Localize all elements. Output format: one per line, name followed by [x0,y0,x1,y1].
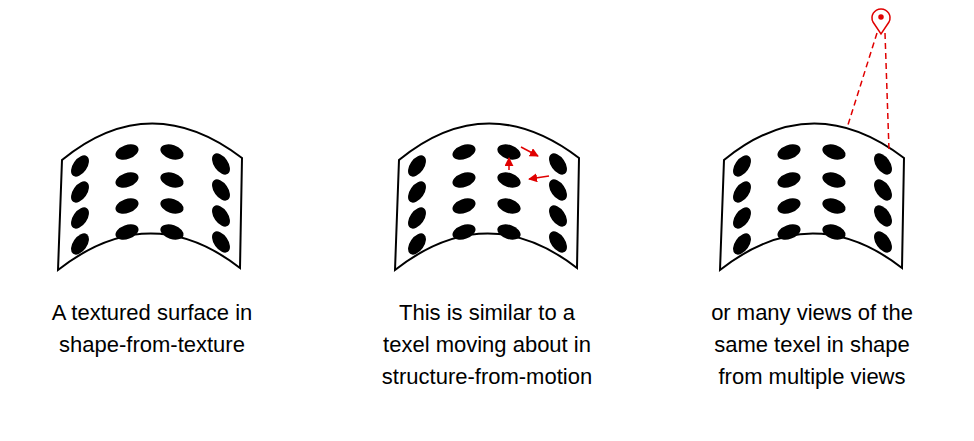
texel [158,170,185,191]
texel [113,169,140,190]
motion-arrow [529,176,549,179]
texel [545,176,570,204]
texel [729,204,754,232]
texel [450,141,477,162]
curved-surface [395,123,579,270]
texel [775,141,802,162]
texel [158,222,185,243]
texel [404,178,429,206]
motion-arrow [508,158,510,170]
texel [208,150,233,178]
texel [729,178,754,206]
eye-symbol [872,9,890,34]
texel [113,195,140,216]
texel [67,230,92,258]
texel [870,228,895,256]
texel [820,170,847,191]
eye-pupil [879,15,883,19]
texel [208,202,233,230]
texel [545,150,570,178]
texel [450,169,477,190]
texel [820,196,847,217]
texel [545,228,570,256]
texel [404,152,429,180]
texel [450,221,477,242]
texel [158,196,185,217]
caption: A textured surface in shape-from-texture [32,297,272,361]
view-ray [847,33,877,128]
motion-arrows [509,147,549,179]
texel [870,150,895,178]
texel [729,152,754,180]
texel [820,222,847,243]
texel [158,142,185,163]
caption: This is similar to a texel moving about … [371,297,603,393]
texel [67,152,92,180]
view-ray [885,33,889,150]
texel [495,222,522,243]
texel [208,228,233,256]
texel [113,221,140,242]
motion-arrow [521,147,538,156]
texel [775,221,802,242]
texel [775,195,802,216]
texel [404,204,429,232]
texel [495,170,522,191]
texel [113,141,140,162]
caption: or many views of the same texel in shape… [696,297,928,393]
texel [545,202,570,230]
texel [67,204,92,232]
texel [820,142,847,163]
texel [729,230,754,258]
eye-views [847,9,890,150]
texel [450,195,477,216]
texel [870,202,895,230]
texel [870,176,895,204]
texel [404,230,429,258]
texel [775,169,802,190]
texel [208,176,233,204]
texel [67,178,92,206]
texel [495,196,522,217]
curved-surface [58,123,242,270]
curved-surface [720,123,904,270]
